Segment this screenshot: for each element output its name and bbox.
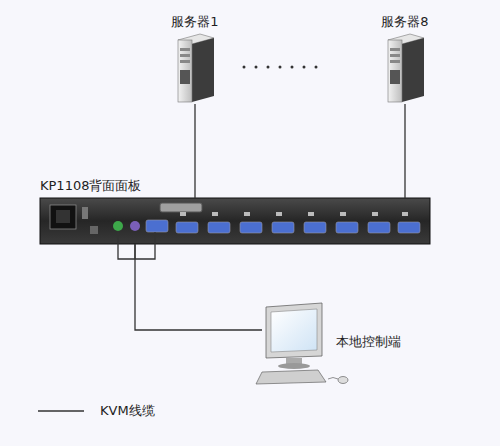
kvm-cable	[195, 104, 196, 198]
legend-item: KVM线缆	[36, 403, 155, 419]
kvm-panel-node: KP1108背面面板	[40, 198, 430, 244]
node-label: 服务器1	[171, 14, 218, 30]
legend-swatch	[36, 406, 86, 416]
node-label: 本地控制端	[336, 334, 401, 350]
legend-label: KVM线缆	[100, 403, 155, 419]
console-node: 本地控制端	[258, 300, 418, 388]
node-label: KP1108背面面板	[40, 178, 141, 194]
server-node: 服务器8	[375, 10, 435, 104]
monitor-icon	[256, 303, 348, 384]
node-label: 服务器8	[381, 14, 428, 30]
server-node: 服务器1	[165, 10, 225, 104]
kvm-panel	[40, 198, 430, 244]
server-icon	[388, 34, 424, 102]
kvm-cable	[135, 244, 262, 330]
ellipsis-dots	[243, 66, 318, 69]
server-icon	[178, 34, 214, 102]
kvm-cable	[405, 104, 406, 198]
cable-fork	[118, 231, 155, 259]
